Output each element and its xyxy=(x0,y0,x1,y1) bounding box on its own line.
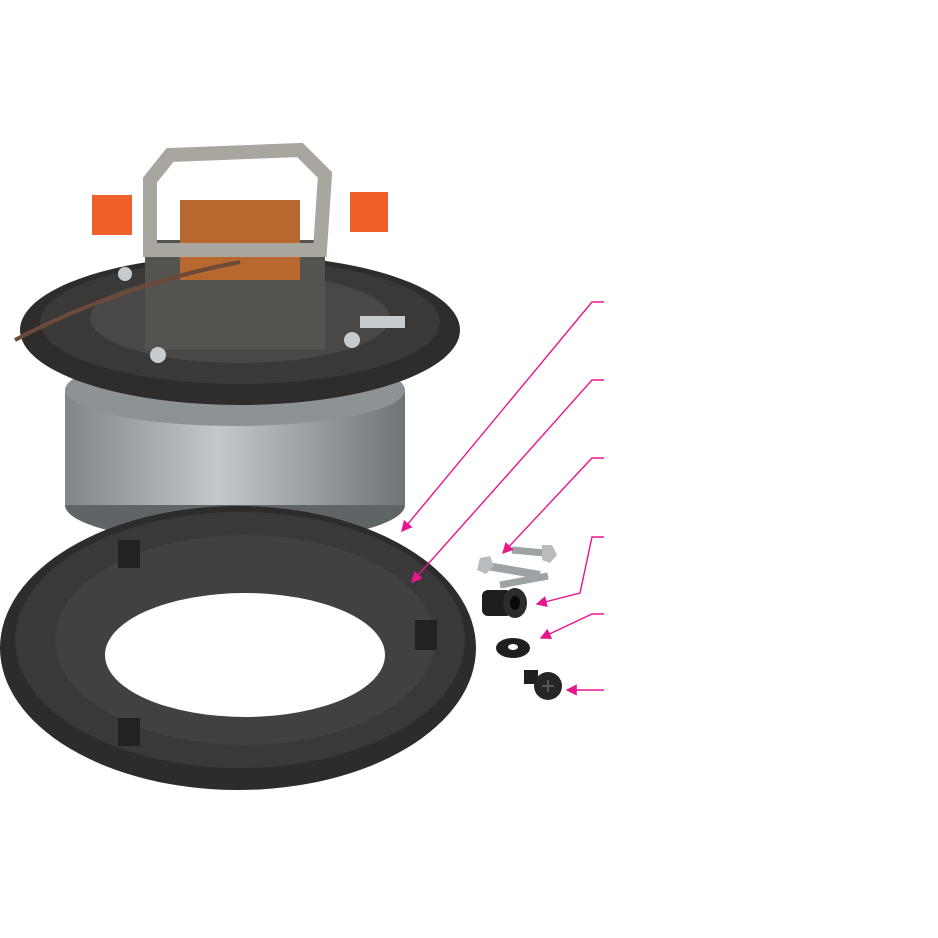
motor-wire xyxy=(14,260,241,342)
callout-5 xyxy=(539,613,604,639)
callout-lines xyxy=(401,301,604,696)
terminal-right xyxy=(350,192,388,232)
vacuum-motor xyxy=(14,142,460,543)
callout-3 xyxy=(502,457,604,555)
terminal-left xyxy=(92,195,132,235)
copper-windings xyxy=(180,200,300,280)
callout-4 xyxy=(535,536,604,607)
motor-bracket xyxy=(143,142,333,257)
gasket-opening xyxy=(105,593,385,717)
callout-1 xyxy=(401,301,604,533)
rubber-grommet xyxy=(482,588,527,618)
phillips-screw xyxy=(524,670,562,700)
hex-screws xyxy=(477,545,557,589)
motor-screw xyxy=(360,316,405,328)
motor-gasket xyxy=(0,506,476,790)
washer xyxy=(496,638,530,658)
callout-2 xyxy=(411,379,604,584)
